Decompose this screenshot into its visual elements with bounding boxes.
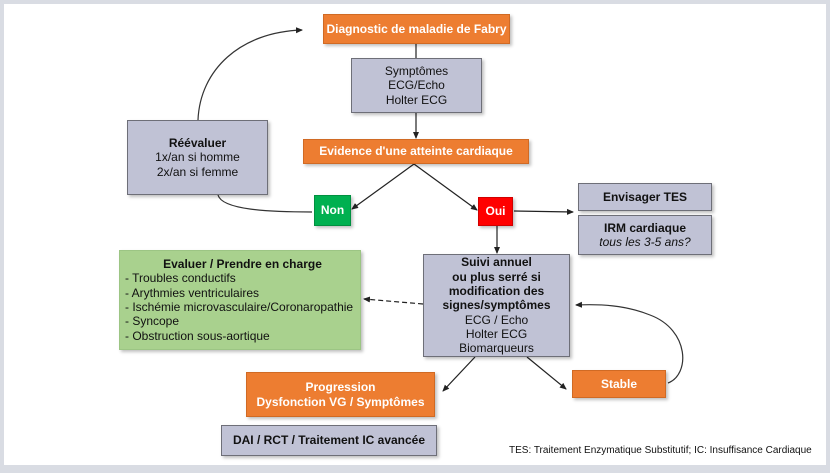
tes-node: Envisager TES xyxy=(578,183,712,211)
non-label: Non xyxy=(320,203,345,218)
evaluate-item: - Obstruction sous-aortique xyxy=(125,328,270,343)
followup-line: ECG / Echo xyxy=(464,312,529,327)
progression-line: Progression xyxy=(305,380,376,395)
evaluate-item: - Troubles conductifs xyxy=(125,271,236,286)
diagnostic-label: Diagnostic de maladie de Fabry xyxy=(326,21,507,36)
evaluate-item: - Ischémie microvasculaire/Coronaropathi… xyxy=(125,300,354,314)
followup-node: Suivi annuel ou plus serré si modificati… xyxy=(423,254,570,357)
oui-label: Oui xyxy=(485,204,506,219)
followup-bold-line: ou plus serré si xyxy=(452,269,541,284)
evaluate-title: Evaluer / Prendre en charge xyxy=(163,256,322,271)
non-node: Non xyxy=(314,195,351,226)
screening-line: ECG/Echo xyxy=(388,78,445,93)
followup-bold-line: signes/symptômes xyxy=(442,298,551,313)
treatment-node: DAI / RCT / Traitement IC avancée xyxy=(221,425,437,456)
evaluate-item: - Arythmies ventriculaires xyxy=(125,285,260,300)
reevaluate-line: 1x/an si homme xyxy=(155,150,240,165)
reevaluate-line: 2x/an si femme xyxy=(156,164,239,179)
tes-label: Envisager TES xyxy=(602,189,688,204)
followup-line: Holter ECG xyxy=(465,327,528,342)
progression-line: Dysfonction VG / Symptômes xyxy=(256,394,425,409)
footnote: TES: Traitement Enzymatique Substitutif;… xyxy=(509,445,812,456)
reevaluate-node: Réévaluer 1x/an si homme 2x/an si femme xyxy=(127,120,268,195)
irm-node: IRM cardiaque tous les 3-5 ans? xyxy=(578,215,712,255)
irm-title: IRM cardiaque xyxy=(603,220,687,235)
stable-label: Stable xyxy=(600,376,637,391)
evidence-node: Evidence d'une atteinte cardiaque xyxy=(303,139,529,164)
followup-bold-line: Suivi annuel xyxy=(461,255,532,270)
screening-node: Symptômes ECG/Echo Holter ECG xyxy=(351,58,482,113)
evaluate-node: Evaluer / Prendre en charge - Troubles c… xyxy=(119,250,361,350)
screening-line: Symptômes xyxy=(384,63,449,78)
stable-node: Stable xyxy=(572,370,666,398)
reevaluate-title: Réévaluer xyxy=(168,135,227,150)
screening-line: Holter ECG xyxy=(385,92,448,107)
oui-node: Oui xyxy=(478,197,513,226)
progression-node: Progression Dysfonction VG / Symptômes xyxy=(246,372,435,417)
followup-line: Biomarqueurs xyxy=(459,341,534,356)
irm-subtitle: tous les 3-5 ans? xyxy=(599,235,691,249)
evaluate-item: - Syncope xyxy=(125,314,180,329)
treatment-label: DAI / RCT / Traitement IC avancée xyxy=(232,433,426,448)
diagnostic-node: Diagnostic de maladie de Fabry xyxy=(323,14,510,44)
evidence-label: Evidence d'une atteinte cardiaque xyxy=(319,144,513,159)
followup-bold-line: modification des xyxy=(448,283,545,298)
